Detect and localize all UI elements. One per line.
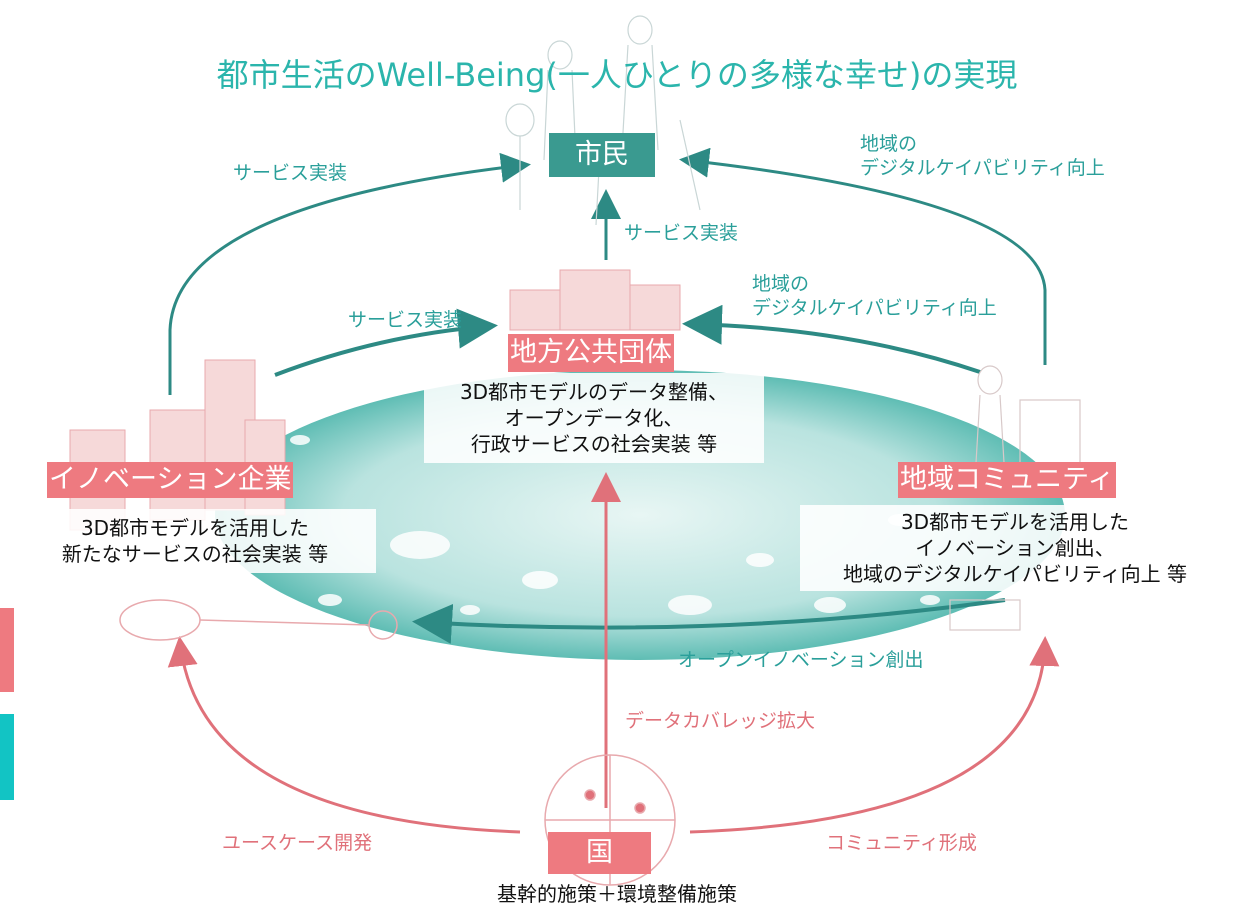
- local-gov-description: 3D都市モデルのデータ整備、 オープンデータ化、 行政サービスの社会実装 等: [424, 373, 764, 463]
- outer-arc-innovation-to-citizen: [168, 152, 531, 395]
- diagram-title: 都市生活のWell-Being(一人ひとりの多様な幸せ)の実現: [216, 56, 1018, 94]
- community-desc-line-3: 地域のデジタルケイパビリティ向上 等: [843, 562, 1187, 586]
- innovation-buildings-illustration: [69, 359, 286, 531]
- outer-arc-community-to-citizen: [679, 147, 1047, 365]
- arc-nation-to-innovation: [167, 636, 521, 834]
- community-desc-line-2: イノベーション創出、: [915, 536, 1115, 560]
- community-desc-line-1: 3D都市モデルを活用した: [900, 510, 1130, 534]
- edge-label-usecase: ユースケース開発: [222, 832, 373, 854]
- capability-outer-line-2: デジタルケイパビリティ向上: [860, 157, 1105, 179]
- community-description: 3D都市モデルを活用した イノベーション創出、 地域のデジタルケイパビリティ向上…: [800, 505, 1230, 591]
- inner-arc-community-to-gov: [682, 304, 981, 374]
- local-gov-desc-line-1: 3D都市モデルのデータ整備、: [459, 380, 729, 404]
- arc-nation-to-community: [689, 636, 1060, 834]
- edge-label-service-inner: サービス実装: [348, 309, 463, 331]
- local-gov-desc-line-2: オープンデータ化、: [504, 406, 684, 430]
- inner-arc-innovation-to-gov: [274, 308, 498, 377]
- local-gov-desc-line-3: 行政サービスの社会実装 等: [470, 432, 718, 456]
- innovation-desc-line-1: 3D都市モデルを活用した: [80, 516, 310, 540]
- capability-outer-line-1: 地域の: [860, 133, 918, 155]
- edge-label-capability-outer: 地域の デジタルケイパビリティ向上: [860, 132, 1105, 180]
- local-gov-node-label: 地方公共団体: [508, 334, 674, 372]
- edge-label-data-coverage: データカバレッジ拡大: [625, 710, 816, 732]
- nation-node-label: 国: [548, 832, 651, 874]
- innovation-circuit-illustration: [119, 599, 398, 641]
- edge-label-service-left: サービス実装: [233, 162, 348, 184]
- citizens-illustration: [505, 15, 701, 226]
- edge-label-community-formation: コミュニティ形成: [826, 832, 977, 854]
- edge-label-service-center: サービス実装: [624, 222, 739, 244]
- edge-label-capability-inner: 地域の デジタルケイパビリティ向上: [752, 272, 997, 320]
- nation-description: 基幹的施策＋環境整備施策: [497, 882, 737, 906]
- left-accent-bar-cyan: [0, 714, 14, 800]
- innovation-description: 3D都市モデルを活用した 新たなサービスの社会実装 等: [14, 509, 376, 573]
- citizen-node-label: 市民: [549, 133, 655, 177]
- edge-label-open-innovation: オープンイノベーション創出: [678, 649, 924, 671]
- innovation-node-label: イノベーション企業: [47, 462, 294, 498]
- left-accent-bar-pink: [0, 608, 14, 692]
- capability-inner-line-2: デジタルケイパビリティ向上: [752, 297, 997, 319]
- inner-arc-community-to-innovation: [412, 598, 1006, 644]
- capability-inner-line-1: 地域の: [752, 273, 810, 295]
- gov-buildings-illustration: [509, 269, 681, 331]
- community-node-label: 地域コミュニティ: [898, 462, 1117, 498]
- innovation-desc-line-2: 新たなサービスの社会実装 等: [61, 542, 329, 566]
